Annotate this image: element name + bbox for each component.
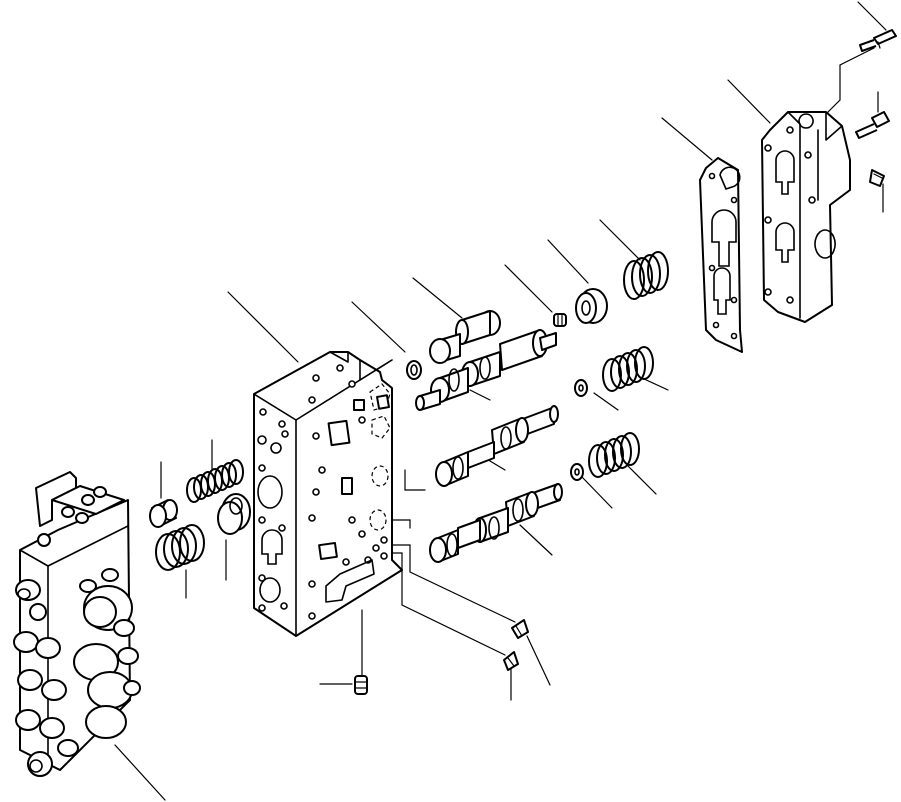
plug-lower-1: [511, 619, 529, 639]
fitting-bottom: [354, 675, 368, 695]
spool-low: [429, 483, 563, 563]
spring-left-large: [155, 524, 205, 571]
leader-line-bolt-path: [821, 47, 875, 119]
leader-line-spring-top: [599, 219, 641, 261]
leader-line-valve-body: [227, 291, 299, 363]
leader-line-cover: [727, 79, 771, 124]
leader-line-spring-low: [627, 465, 657, 495]
bolt-top: [859, 29, 897, 52]
spring-mid: [602, 346, 654, 392]
spool-mid: [435, 405, 559, 487]
bolt-right: [855, 111, 890, 139]
small-pin: [553, 313, 567, 327]
end-cover: [761, 111, 851, 323]
leader-line-washer-mid: [593, 392, 619, 411]
leader-line-spring-mid: [641, 377, 669, 391]
spool-top: [415, 329, 557, 411]
leader-line-cap: [547, 239, 589, 284]
spring-low: [588, 432, 640, 478]
plug-lower-2: [503, 651, 519, 671]
leader-line-solenoid-block: [114, 744, 166, 801]
leader-line-top-bolt: [857, 1, 887, 31]
gasket: [699, 157, 743, 353]
sleeve: [149, 499, 178, 528]
leader-line-oring: [351, 301, 406, 353]
washer-low: [570, 463, 584, 481]
leader-line-hidden-2: [389, 519, 411, 529]
end-cap: [575, 288, 608, 324]
spring-top: [623, 251, 669, 300]
retainer: [217, 493, 251, 535]
leader-line-plug-1-tail: [526, 635, 551, 686]
leader-line-gasket: [661, 117, 713, 161]
washer-mid: [574, 379, 588, 397]
leader-line-piston: [412, 277, 463, 319]
leader-line-spool-top: [469, 389, 491, 401]
piston-upper: [429, 310, 501, 364]
o-ring: [406, 360, 422, 380]
spring-left-small: [186, 459, 244, 503]
leader-line-plug-1: [384, 544, 516, 623]
leader-line-hidden-1: [404, 469, 426, 491]
valve-body: [253, 351, 403, 637]
solenoid-block: [13, 471, 141, 777]
leader-line-pin: [504, 264, 553, 313]
leader-line-spool-low: [519, 524, 553, 556]
leader-line-washer-low: [581, 476, 613, 509]
plug-right: [869, 169, 885, 187]
leader-lines: [114, 1, 887, 801]
